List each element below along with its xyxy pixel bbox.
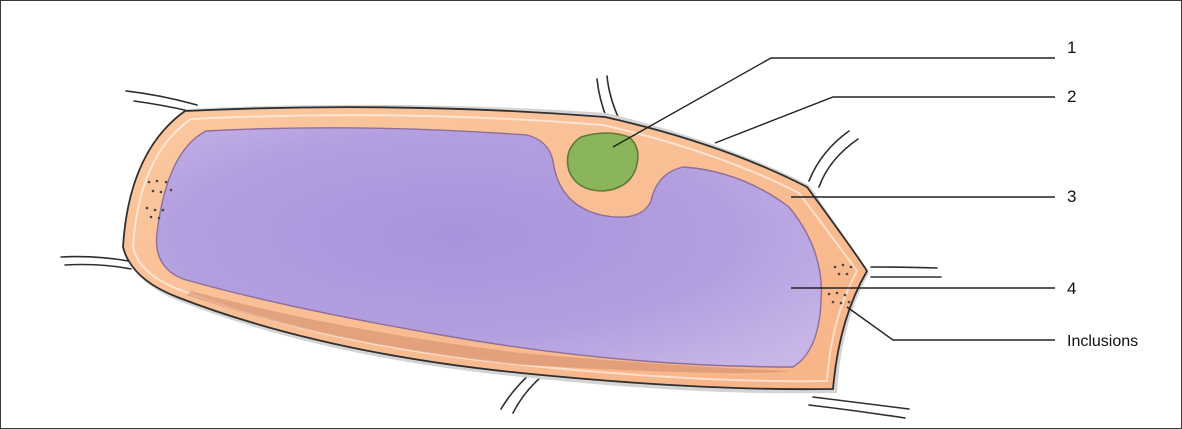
label-2: 2: [1067, 87, 1076, 106]
label-inclusions: Inclusions: [1067, 333, 1138, 350]
label-4: 4: [1067, 279, 1076, 298]
nucleus[interactable]: [568, 133, 638, 191]
leader-line-inclusions: [847, 307, 1055, 340]
label-3: 3: [1067, 187, 1076, 206]
label-1: 1: [1067, 38, 1076, 57]
leader-line-2: [715, 97, 1055, 143]
